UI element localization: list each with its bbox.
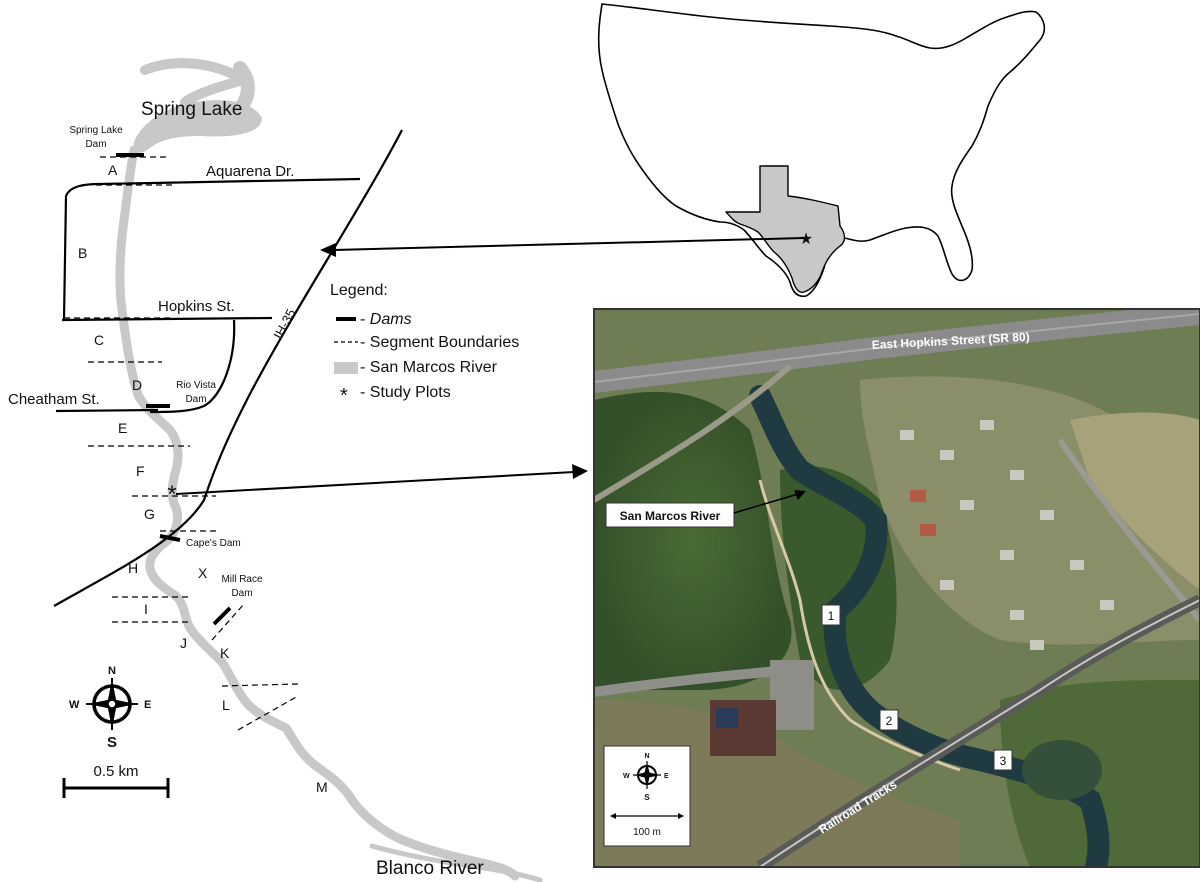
segment-label-a: A xyxy=(108,162,118,178)
segment-label-c: C xyxy=(94,332,104,348)
segment-label-f: F xyxy=(136,463,145,479)
aquarena-road-label: Aquarena Dr. xyxy=(206,163,294,180)
arrow-plot-to-aerial xyxy=(175,471,575,495)
scale-bar-label: 0.5 km xyxy=(93,763,138,780)
plot-label-3: 3 xyxy=(1000,754,1007,768)
legend-item-river: - San Marcos River xyxy=(360,359,498,376)
segment-label-k: K xyxy=(220,645,230,661)
blanco-river-label: Blanco River xyxy=(376,858,484,879)
study-plots-asterisk: * xyxy=(167,481,176,508)
cheatham-road-label: Cheatham St. xyxy=(8,391,100,408)
compass-rose-icon: N S E W xyxy=(69,665,151,751)
rio-vista-dam-label-2: Dam xyxy=(185,394,206,405)
mill-race-dam-label: Mill Race xyxy=(221,574,263,585)
legend-item-dams: - Dams xyxy=(360,311,412,328)
spring-lake-dam-label-2: Dam xyxy=(85,139,106,150)
arrow-texas-to-map xyxy=(333,237,805,251)
callout-arrows xyxy=(175,237,805,495)
legend-item-study-plots: - Study Plots xyxy=(360,384,451,401)
aerial-compass-s: S xyxy=(644,793,650,802)
legend-item-segments: - Segment Boundaries xyxy=(360,334,519,351)
rio-vista-dam-label: Rio Vista xyxy=(176,380,216,391)
segment-label-g: G xyxy=(144,506,155,522)
segment-label-e: E xyxy=(118,420,127,436)
spring-lake-dam-label: Spring Lake xyxy=(69,125,123,136)
san-marcos-river xyxy=(115,145,520,881)
aerial-river-pointer-head xyxy=(794,490,806,500)
plot-label-2: 2 xyxy=(886,714,893,728)
segment-boundaries xyxy=(64,156,299,731)
capes-dam-label: Cape's Dam xyxy=(186,538,241,549)
segment-letters: A B C D E F G H X I J K L M xyxy=(78,162,328,795)
compass-n: N xyxy=(108,665,116,677)
segment-label-i: I xyxy=(144,601,148,617)
segment-label-l: L xyxy=(222,697,230,713)
aerial-compass-w: W xyxy=(623,773,630,780)
spring-lake-label: Spring Lake xyxy=(141,99,242,120)
mill-race-dam xyxy=(212,606,232,626)
texas-study-site-marker: ★ xyxy=(799,231,813,248)
plot-label-1: 1 xyxy=(828,609,835,623)
segment-label-m: M xyxy=(316,779,328,795)
segment-label-h: H xyxy=(128,560,138,576)
aerial-compass-n: N xyxy=(644,753,649,760)
aerial-photo-frame xyxy=(593,308,1200,868)
arrowhead-left-icon xyxy=(320,243,336,257)
blanco-river xyxy=(369,843,543,882)
legend-title: Legend: xyxy=(330,282,388,299)
aerial-photo-inset xyxy=(594,309,1200,867)
arrowhead-right-icon xyxy=(572,464,588,479)
compass-e: E xyxy=(144,699,151,711)
legend: Legend: - Dams - Segment Boundaries - Sa… xyxy=(330,282,519,407)
segment-label-b: B xyxy=(78,245,87,261)
cheatham-road xyxy=(55,408,159,413)
hopkins-road-label: Hopkins St. xyxy=(158,298,235,315)
capes-dam xyxy=(159,534,181,542)
dams xyxy=(116,153,232,626)
us-outline-map: ★ xyxy=(597,3,1046,298)
segment-label-d: D xyxy=(132,377,142,393)
spring-lake-shape xyxy=(133,58,262,153)
river-schematic-map: * Spring Lake Blanco River Spring Lake D… xyxy=(8,58,543,882)
scale-bar: 0.5 km xyxy=(62,763,170,798)
segment-label-x: X xyxy=(198,565,208,581)
aerial-river-label: San Marcos River xyxy=(620,509,721,523)
legend-river-swatch xyxy=(334,362,358,374)
us-outline xyxy=(597,3,1046,298)
road-network xyxy=(53,129,403,607)
compass-w: W xyxy=(69,699,80,711)
hopkins-connector-road xyxy=(149,319,236,414)
aerial-compass-icon: N S E W xyxy=(623,753,669,802)
legend-asterisk-symbol: * xyxy=(340,385,348,407)
mill-race-dam-label-2: Dam xyxy=(231,588,252,599)
compass-s: S xyxy=(107,734,117,751)
aerial-compass-e: E xyxy=(664,773,669,780)
ih35-road-label: IH-35 xyxy=(270,306,298,341)
loop-road-west xyxy=(62,195,68,321)
hopkins-road xyxy=(61,316,273,322)
texas-outline xyxy=(725,165,846,293)
segment-label-j: J xyxy=(180,635,187,651)
aerial-river-pointer xyxy=(733,493,799,514)
aquarena-road xyxy=(64,177,361,197)
ih35-road xyxy=(53,129,403,607)
aerial-scale-label: 100 m xyxy=(633,827,661,838)
